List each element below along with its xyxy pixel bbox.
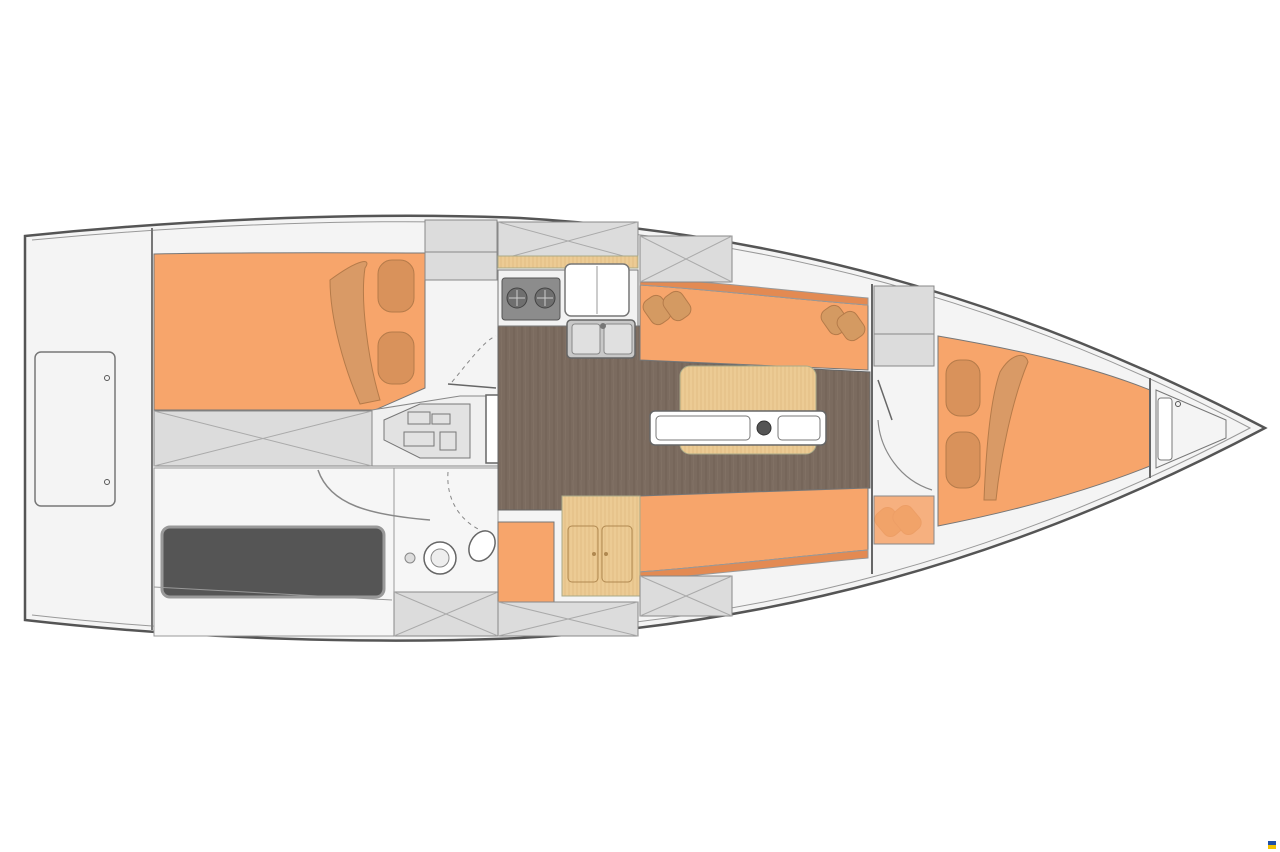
aft-cabin-berth-fold [329, 261, 381, 405]
cockpit-hatch [34, 351, 116, 507]
anchor-locker-hatch [1157, 397, 1173, 461]
pillow-icon [945, 359, 981, 417]
door-swing-icon [877, 419, 933, 491]
door-swing-icon [447, 471, 481, 531]
table-compartment [655, 415, 751, 441]
anchor-locker-latch [1175, 401, 1181, 407]
settee-backrest [639, 549, 869, 581]
pillow-icon [377, 259, 415, 313]
mast-step-icon [756, 420, 772, 436]
stove-icon [501, 277, 561, 321]
pillow-icon [945, 431, 981, 489]
shower-drain-icon [404, 552, 416, 564]
table-compartment [777, 415, 821, 441]
v-berth-fold [983, 354, 1029, 501]
pillow-icon [377, 331, 415, 385]
locker-cross [393, 591, 499, 637]
door-leaf [447, 383, 497, 389]
washbasin-icon [468, 530, 496, 562]
forward-hanging-locker [873, 285, 935, 367]
locker-cross [153, 410, 373, 467]
door-swing-icon [317, 469, 431, 521]
aft-upper-locker [424, 219, 498, 281]
door-leaf [877, 379, 893, 421]
forward-small-berth [873, 495, 935, 545]
corner-marker-blue [1268, 841, 1276, 845]
hatch-latch-bottom [104, 479, 110, 485]
corner-marker-yellow [1268, 845, 1276, 849]
cabinet-door [601, 525, 633, 583]
cabinet-knob [592, 552, 596, 556]
cabin-divider [153, 586, 393, 601]
sink-icon [566, 319, 636, 359]
toilet-bowl [430, 548, 450, 568]
cockpit-table-panel [160, 525, 386, 599]
saloon-cabinet [561, 495, 641, 597]
anchor-locker [1155, 389, 1227, 469]
locker-cross [497, 601, 639, 637]
engine-icon [383, 403, 471, 459]
hatch-latch-top [104, 375, 110, 381]
saloon-small-berth [497, 521, 555, 603]
cabinet-knob [604, 552, 608, 556]
locker-cross [497, 221, 639, 261]
locker-cross [639, 575, 733, 617]
locker-cross [639, 235, 733, 283]
pillow-icon [642, 290, 866, 342]
cabinet-door [567, 525, 599, 583]
